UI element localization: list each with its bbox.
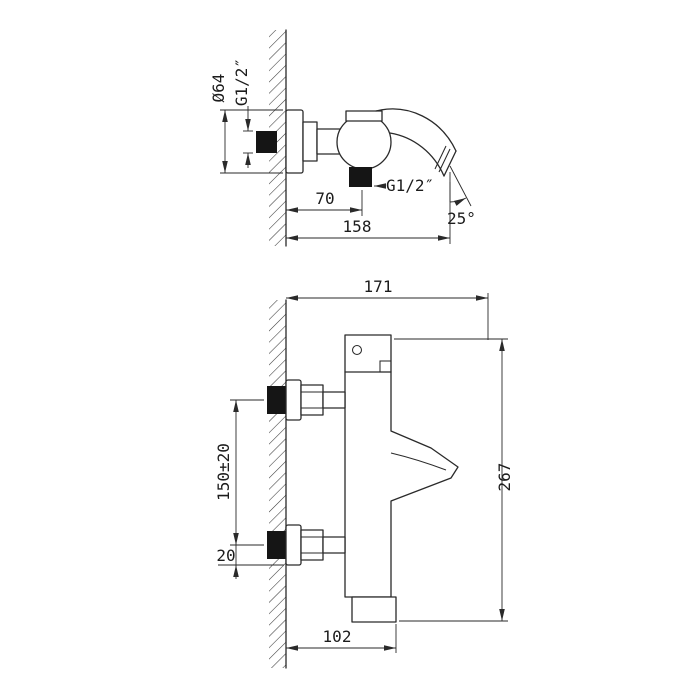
dim-label-171: 171 xyxy=(364,277,393,296)
label-thread-outlet: G1/2″ xyxy=(374,176,434,195)
dim-267: 267 xyxy=(394,338,514,622)
dim-label-102: 102 xyxy=(323,627,352,646)
dim-label-angle-25: 25° xyxy=(447,209,476,228)
bottom-outlet-block xyxy=(351,596,397,623)
cap-notch xyxy=(379,360,392,373)
dim-20: 20 xyxy=(216,545,284,579)
escutcheon xyxy=(285,109,304,174)
dim-label-thread-outlet: G1/2″ xyxy=(386,176,434,195)
wall-hatch-lower xyxy=(269,300,286,668)
escutcheon-step xyxy=(302,121,318,162)
dim-label-267: 267 xyxy=(495,463,514,492)
dim-102: 102 xyxy=(286,624,397,653)
aerator-line-1 xyxy=(438,148,451,173)
dim-150: 150±20 xyxy=(214,399,264,546)
upper-view: Ø64 G1/2″ G1/2″ 70 158 xyxy=(209,29,476,247)
aerator-line-2 xyxy=(434,145,447,170)
dim-158: 158 xyxy=(286,182,451,244)
dim-diameter-64: Ø64 xyxy=(209,74,283,174)
dim-label-150: 150±20 xyxy=(214,443,233,501)
dim-70: 70 xyxy=(286,189,363,216)
dim-thread-wall: G1/2″ xyxy=(232,58,253,168)
spout-tip-face xyxy=(443,150,457,177)
body-cap xyxy=(345,110,383,122)
mixer-body-outline xyxy=(344,334,459,598)
wall-connection-upper xyxy=(267,379,346,421)
dim-label-diameter-64: Ø64 xyxy=(209,74,228,103)
cap-screw-hole xyxy=(351,344,363,356)
wall-hatch-upper xyxy=(269,30,286,246)
wall-pipe-section xyxy=(256,131,277,153)
dim-171: 171 xyxy=(286,277,489,340)
lower-view: 171 150±20 20 267 102 xyxy=(214,277,514,669)
dim-label-20: 20 xyxy=(216,546,235,565)
dim-label-158: 158 xyxy=(343,217,372,236)
spout-profile-inner-line xyxy=(390,452,447,471)
wall-connection-lower xyxy=(267,524,346,566)
valve-body xyxy=(336,114,392,170)
dim-angle-25: 25° xyxy=(447,165,476,228)
spout-outer-curve xyxy=(375,108,457,152)
bottom-outlet-section xyxy=(349,167,372,187)
spout-inner-curve xyxy=(389,132,445,177)
dim-label-70: 70 xyxy=(315,189,334,208)
dim-label-thread-wall: G1/2″ xyxy=(232,58,251,106)
